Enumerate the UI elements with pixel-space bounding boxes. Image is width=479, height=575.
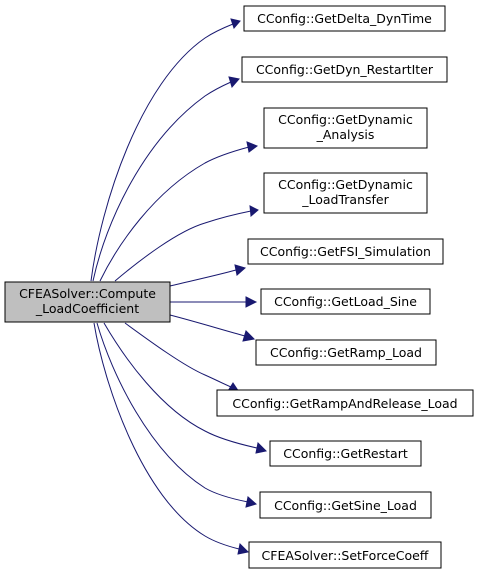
edge-to-get-dyn-restartiter <box>92 81 232 282</box>
callee-node-get-fsi-simulation-label: CConfig::GetFSI_Simulation <box>260 244 431 259</box>
callee-node-get-load-sine[interactable]: CConfig::GetLoad_Sine <box>260 288 431 315</box>
edge-to-get-dynamic-analysis <box>99 146 250 282</box>
edge-to-get-sine-load <box>96 322 249 503</box>
callee-node-get-rampandrelease-load[interactable]: CConfig::GetRampAndRelease_Load <box>216 389 474 417</box>
graph-nodes: CFEASolver::Compute _LoadCoefficient CCo… <box>4 5 474 569</box>
callee-node-get-dynamic-loadtransfer-label-line-2: _LoadTransfer <box>301 192 389 207</box>
root-node-label-line-1: CFEASolver::Compute <box>19 286 156 301</box>
edge-to-get-delta-dyntime <box>90 23 234 282</box>
edge-to-get-dynamic-analysis-arrowhead <box>246 141 259 153</box>
edge-to-get-load-sine-arrowhead <box>245 296 258 308</box>
callee-node-get-ramp-load[interactable]: CConfig::GetRamp_Load <box>255 339 437 366</box>
edge-to-get-sine-load-arrowhead <box>245 496 258 508</box>
edge-to-get-dynamic-loadtransfer-arrowhead <box>249 205 259 218</box>
callee-node-get-dynamic-loadtransfer-label-line-1: CConfig::GetDynamic <box>278 177 413 192</box>
call-edges <box>90 18 268 555</box>
callee-node-get-dyn-restartiter[interactable]: CConfig::GetDyn_RestartIter <box>241 56 448 83</box>
callee-node-get-delta-dyntime-label: CConfig::GetDelta_DynTime <box>257 11 432 26</box>
callee-node-get-delta-dyntime[interactable]: CConfig::GetDelta_DynTime <box>243 5 446 32</box>
edge-to-get-rampandrelease-load <box>124 322 232 388</box>
root-node[interactable]: CFEASolver::Compute _LoadCoefficient <box>4 281 171 323</box>
edge-to-get-dynamic-loadtransfer <box>114 210 252 282</box>
edge-to-get-ramp-load <box>169 314 246 337</box>
edge-to-set-force-coeff-arrowhead <box>237 542 250 555</box>
callee-node-get-dyn-restartiter-label: CConfig::GetDyn_RestartIter <box>256 62 434 77</box>
callee-node-get-load-sine-label: CConfig::GetLoad_Sine <box>274 294 417 309</box>
callee-node-get-dynamic-analysis[interactable]: CConfig::GetDynamic _Analysis <box>263 107 428 149</box>
callee-node-set-force-coeff-label: CFEASolver::SetForceCoeff <box>262 548 429 563</box>
callee-node-set-force-coeff[interactable]: CFEASolver::SetForceCoeff <box>248 541 442 569</box>
callee-node-get-ramp-load-label: CConfig::GetRamp_Load <box>270 345 422 360</box>
callee-node-get-dynamic-loadtransfer[interactable]: CConfig::GetDynamic _LoadTransfer <box>263 172 428 214</box>
edge-to-get-delta-dyntime-arrowhead <box>230 18 241 29</box>
callee-node-get-fsi-simulation[interactable]: CConfig::GetFSI_Simulation <box>247 238 444 265</box>
root-node-label-line-2: _LoadCoefficient <box>35 301 139 316</box>
edge-to-get-ramp-load-arrowhead <box>242 330 256 342</box>
callee-node-get-restart-label: CConfig::GetRestart <box>283 446 408 461</box>
edge-to-get-fsi-simulation-arrowhead <box>234 264 247 276</box>
callee-node-get-dynamic-analysis-label-line-2: _Analysis <box>316 127 375 142</box>
edge-to-get-restart-arrowhead <box>255 441 268 454</box>
edge-to-get-restart <box>103 322 258 449</box>
callee-node-get-sine-load[interactable]: CConfig::GetSine_Load <box>259 491 432 519</box>
callee-node-get-dynamic-analysis-label-line-1: CConfig::GetDynamic <box>278 112 413 127</box>
edge-to-get-fsi-simulation <box>169 269 237 287</box>
edge-to-set-force-coeff <box>93 322 240 550</box>
callee-node-get-restart[interactable]: CConfig::GetRestart <box>269 440 422 467</box>
edge-to-get-dyn-restartiter-arrowhead <box>228 76 240 89</box>
callee-node-get-rampandrelease-load-label: CConfig::GetRampAndRelease_Load <box>232 396 457 411</box>
callee-node-get-sine-load-label: CConfig::GetSine_Load <box>274 498 417 513</box>
